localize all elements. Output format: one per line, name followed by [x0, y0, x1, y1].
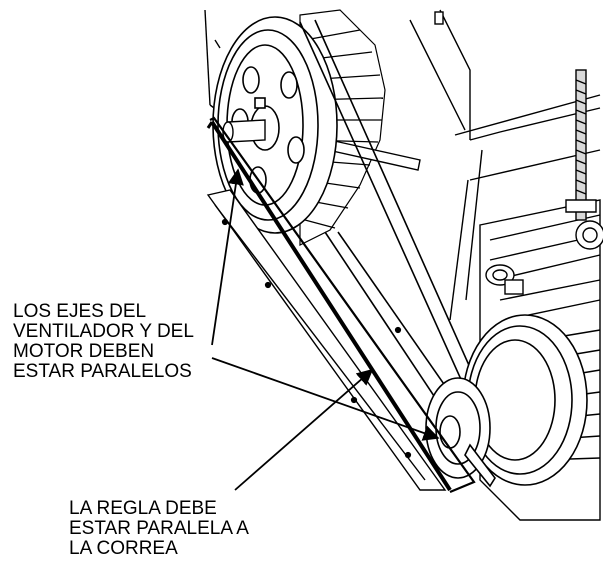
drive-belt	[299, 19, 481, 406]
label-line: LA CORREA	[69, 538, 178, 559]
label-line: MOTOR DEBEN	[13, 341, 155, 362]
arrow-to-fan-shaft	[211, 168, 244, 346]
motor-bolt	[485, 264, 524, 295]
label-line: LA REGLA DEBE	[69, 498, 217, 519]
arrow-to-ruler	[234, 368, 374, 491]
label-line: ESTAR PARALELA A	[69, 518, 249, 539]
housing-frame	[204, 9, 601, 321]
leader-arrows	[211, 168, 440, 491]
label-line: LOS EJES DEL	[13, 301, 147, 322]
base-plate	[206, 189, 447, 491]
shafts-parallel-label: LOS EJES DEL VENTILADOR Y DEL MOTOR DEBE…	[13, 302, 194, 382]
label-line: VENTILADOR Y DEL	[13, 321, 194, 342]
label-line: ESTAR PARALELOS	[13, 361, 192, 382]
fan-shaft	[222, 119, 266, 143]
arrow-to-motor-shaft	[211, 357, 440, 441]
ruler-parallel-label: LA REGLA DEBE ESTAR PARALELA A LA CORREA	[69, 499, 249, 559]
tension-rod	[565, 69, 597, 221]
